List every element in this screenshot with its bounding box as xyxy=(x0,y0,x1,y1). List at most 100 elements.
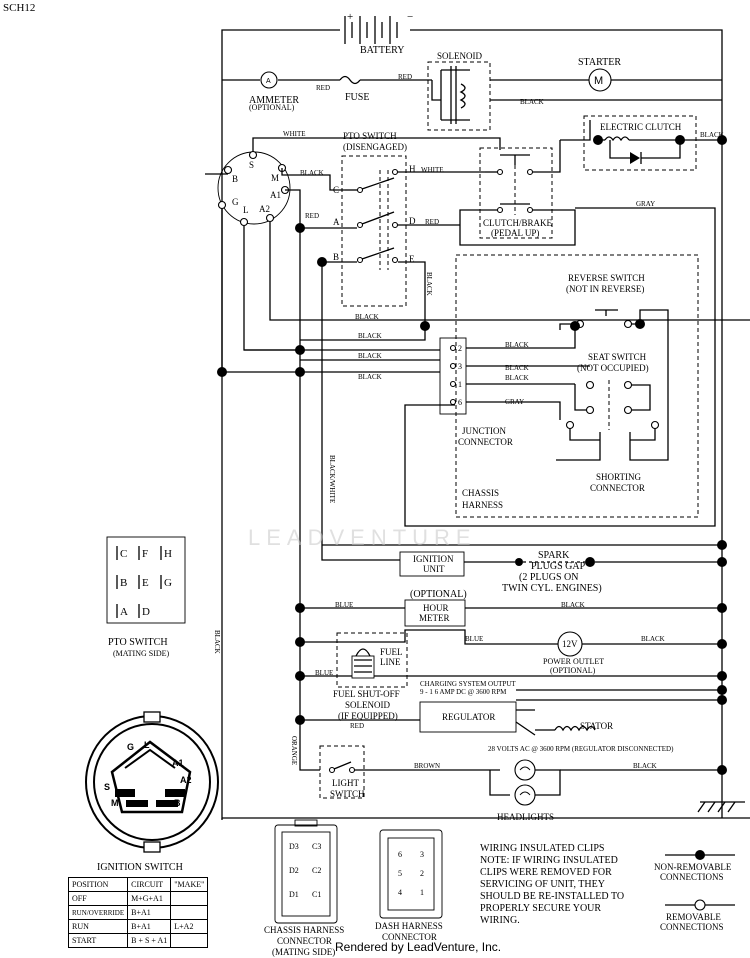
hour-meter-sub: METER xyxy=(419,613,450,623)
face-term-a1: A1 xyxy=(172,758,184,768)
face-term-l: L xyxy=(144,740,150,750)
clips-note: SERVICING OF UNIT, THEY xyxy=(480,879,605,890)
hour-meter: (OPTIONAL) HOUR METER BLUE BLACK xyxy=(300,589,722,627)
wire-white-label: WHITE xyxy=(421,166,444,174)
wire-gray-label: GRAY xyxy=(636,200,655,208)
wire-black-label: BLACK xyxy=(425,272,433,296)
ign-term-m: M xyxy=(271,173,279,183)
shorting-label: SHORTING xyxy=(596,472,641,482)
fuse-label: FUSE xyxy=(345,92,369,103)
fuel-line-label: FUEL xyxy=(380,647,403,657)
wire-black-label: BLACK xyxy=(700,131,724,139)
ground-icon xyxy=(697,801,745,813)
wire-gray-label: GRAY xyxy=(505,398,524,406)
table-cell xyxy=(170,905,209,920)
headlight-icon xyxy=(514,784,536,806)
chassis-pin: C3 xyxy=(312,842,321,851)
ign-term-g: G xyxy=(232,197,239,207)
pto-disengaged-label: (DISENGAGED) xyxy=(343,142,407,152)
headlights: BLACK HEADLIGHTS xyxy=(489,759,722,822)
battery-plus: + xyxy=(347,11,353,23)
ign-term-b: B xyxy=(232,174,238,184)
seat-switch: SEAT SWITCH (NOT OCCUPIED) SHORTING CONN… xyxy=(556,352,669,493)
wire-orange-label: ORANGE xyxy=(290,736,298,765)
battery-label: BATTERY xyxy=(360,45,404,56)
harness-lines: BLACK/WHITE BLACK BLACK BLACK xyxy=(222,228,440,771)
power-volt: 12V xyxy=(562,639,578,649)
wire-black-label: BLACK xyxy=(633,762,657,770)
table-header-row: POSITION CIRCUIT "MAKE" xyxy=(67,877,209,892)
pto-term-b: B xyxy=(333,252,339,262)
chassis-pin: C2 xyxy=(312,866,321,875)
connection-dots xyxy=(217,135,727,775)
wire-black-label: BLACK xyxy=(520,98,544,106)
headlights-label: HEADLIGHTS xyxy=(497,812,554,822)
clips-note: WIRING. xyxy=(480,915,520,926)
wire-red-label: RED xyxy=(425,218,439,226)
wire-black-white-label: BLACK/WHITE xyxy=(328,455,336,503)
charging-sub: 9 - 1 6 AMP DC @ 3600 RPM xyxy=(420,688,507,696)
junction-pin: 6 xyxy=(458,398,462,407)
table-cell: RUN/OVERRIDE xyxy=(67,905,129,920)
spark-gap: PLUGS GAP xyxy=(531,561,586,572)
ignition-switch-schematic: S M B A1 L A2 G WHITE BLACK xyxy=(205,130,750,372)
clips-note: WIRING INSULATED CLIPS NOTE: IF WIRING I… xyxy=(480,843,624,926)
wire-black-label: BLACK xyxy=(358,352,382,360)
starter: M STARTER xyxy=(578,57,722,92)
wire-black-label: BLACK xyxy=(355,313,379,321)
electric-clutch-label: ELECTRIC CLUTCH xyxy=(600,122,682,132)
table-cell xyxy=(170,891,209,906)
seat-switch-label: SEAT SWITCH xyxy=(588,352,647,362)
pto-term-d: D xyxy=(409,216,416,226)
chassis-harness-connector: D3 C3 D2 C2 D1 C1 CHASSIS HARNESS CONNEC… xyxy=(264,819,344,957)
pto-pin-d: D xyxy=(142,606,150,618)
seat-switch-sub: (NOT OCCUPIED) xyxy=(577,363,649,373)
wire-black-label: BLACK xyxy=(641,635,665,643)
pto-term-e: E xyxy=(409,254,415,264)
ac-note: 28 VOLTS AC @ 3600 RPM (REGULATOR DISCON… xyxy=(488,745,674,753)
wire-red-label: RED xyxy=(398,73,412,81)
clips-note: SHOULD BE RE-INSTALLED TO xyxy=(480,891,624,902)
legend-removable: REMOVABLE xyxy=(666,912,721,922)
legend-removable-sub: CONNECTIONS xyxy=(660,922,724,932)
table-cell: M+G+A1 xyxy=(127,891,172,906)
table-row: OFF M+G+A1 xyxy=(67,891,209,906)
removable-ring-icon xyxy=(694,899,706,911)
ignition-unit-label: IGNITION xyxy=(413,554,454,564)
pto-pin-g: G xyxy=(164,577,172,589)
clips-title: WIRING INSULATED CLIPS xyxy=(480,843,604,854)
face-term-g: G xyxy=(127,742,134,752)
pto-pin-c: C xyxy=(120,548,127,560)
legend-non-removable: NON-REMOVABLE xyxy=(654,862,732,872)
face-term-s: S xyxy=(104,782,110,792)
table-cell: START xyxy=(67,933,129,948)
clips-note: CLIPS WERE REMOVED FOR xyxy=(480,867,612,878)
face-term-m: M xyxy=(111,798,119,808)
pto-term-c: C xyxy=(333,185,339,195)
power-outlet-sub: (OPTIONAL) xyxy=(550,666,596,675)
table-cell: B+A1 xyxy=(127,919,172,934)
wire-black-label: BLACK xyxy=(505,364,529,372)
table-row: START B + S + A1 xyxy=(67,933,209,948)
pto-pin-b: B xyxy=(120,577,127,589)
table-cell: RUN xyxy=(67,919,129,934)
ignition-switch-face: G L A1 A2 S M B IGNITION SWITCH xyxy=(85,711,219,873)
battery-minus: − xyxy=(407,11,413,23)
wire-brown-label: BROWN xyxy=(414,762,440,770)
non-removable-dot-icon xyxy=(695,850,705,860)
ign-term-a1: A1 xyxy=(270,190,281,200)
battery: + − BATTERY xyxy=(344,11,413,56)
wire-black-label: BLACK xyxy=(561,601,585,609)
wire-blue-label: BLUE xyxy=(315,669,333,677)
chassis-conn-sub: CONNECTOR xyxy=(277,936,332,946)
wire-red-label: RED xyxy=(316,84,330,92)
pto-mating-sub: (MATING SIDE) xyxy=(113,649,170,658)
table-header: CIRCUIT xyxy=(127,877,172,892)
table-cell: L+A2 xyxy=(170,919,209,934)
wire-red-label: RED xyxy=(350,722,364,730)
shorting-sub: CONNECTOR xyxy=(590,483,645,493)
table-cell: OFF xyxy=(67,891,129,906)
svg-text:M: M xyxy=(594,75,603,87)
spark-note: TWIN CYL. ENGINES) xyxy=(502,583,602,594)
dash-harness-connector: 6 3 5 2 4 1 DASH HARNESS CONNECTOR xyxy=(375,829,443,942)
